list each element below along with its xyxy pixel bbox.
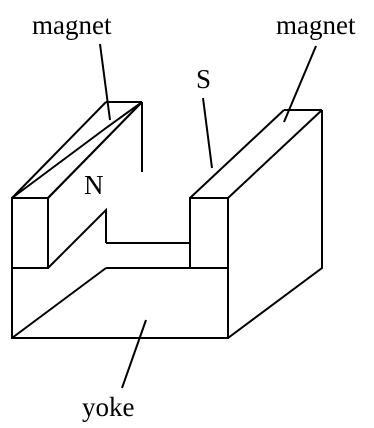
right-magnet-top-left-edge — [189, 109, 285, 199]
yoke-front-outline — [11, 260, 229, 339]
left-magnet-front-face — [11, 197, 49, 269]
pole-south-label: S — [196, 64, 211, 94]
magnet-left-leader — [99, 43, 111, 121]
left-magnet-inner-face — [47, 207, 107, 269]
pole-south-leader — [202, 97, 213, 169]
right-magnet-front-face — [189, 197, 229, 269]
yoke-right-side-face — [227, 110, 323, 339]
magnet-right-leader — [283, 45, 317, 123]
right-magnet-top-right-edge — [227, 109, 323, 199]
yoke-leader — [121, 319, 147, 389]
left-magnet-top-right-edge — [47, 101, 143, 199]
yoke-label: yoke — [82, 392, 135, 422]
left-magnet — [11, 101, 143, 269]
left-magnet-top-left-edge — [11, 101, 107, 199]
right-magnet — [189, 109, 323, 269]
yoke — [11, 110, 323, 339]
pole-north-label: N — [84, 170, 104, 200]
magnet-right-label: magnet — [276, 10, 356, 40]
yoke-inner-floor-diagonal — [11, 267, 107, 339]
magnet-left-label: magnet — [32, 10, 112, 40]
left-magnet-top-face — [11, 101, 143, 199]
